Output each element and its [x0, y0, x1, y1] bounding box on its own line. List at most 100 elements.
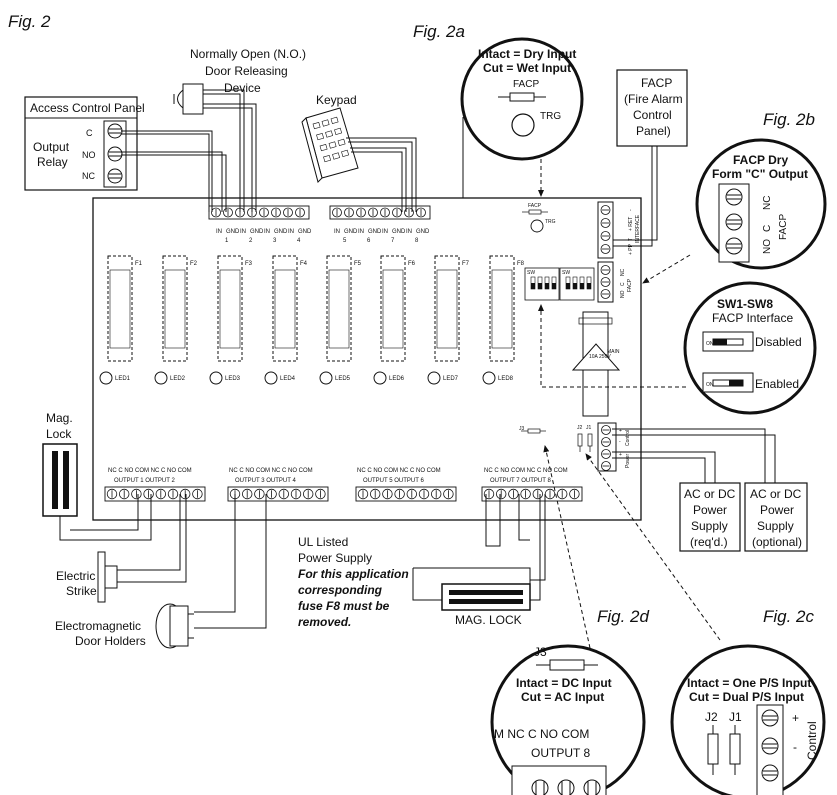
fuse-f3: F3: [217, 255, 253, 362]
sw-disabled-label: Disabled: [755, 335, 802, 349]
ul-line1: UL Listed: [298, 535, 348, 549]
door-release-device: Normally Open (N.O.) Door Releasing Devi…: [173, 47, 306, 115]
screw-terminal: [344, 207, 354, 218]
power-control-terminals: + - + Control Power: [597, 422, 631, 472]
screw-terminal: [118, 488, 130, 500]
fig2a-line1: Intact = Dry Input: [478, 47, 576, 61]
relay-label: Relay: [37, 155, 68, 169]
led-5: [319, 371, 333, 385]
sw-subtitle: FACP Interface: [712, 311, 793, 325]
led-label: LED1: [115, 376, 131, 382]
fuse-label: F7: [462, 261, 470, 267]
fig2b-detail: FACP Dry Form "C" Output NO C NC FACP: [695, 138, 827, 270]
led-label: LED8: [498, 376, 514, 382]
strike-line2: Strike: [66, 584, 97, 598]
em-holders-line1: Electromagnetic: [55, 619, 141, 633]
screw-terminal: [107, 146, 123, 162]
interface-t: T: [628, 238, 634, 241]
screw-terminal: [404, 207, 414, 218]
screw-terminal: [725, 188, 743, 206]
fuse-label: F2: [190, 261, 198, 267]
input-terminals-left: [208, 205, 310, 220]
board-facp-jumper: FACP TRG: [522, 203, 556, 233]
fig2d-label: Fig. 2d: [597, 607, 650, 626]
output-names-5-6: OUTPUT 5 OUTPUT 6: [363, 478, 424, 484]
interface-ret: + RET: [628, 217, 634, 231]
gnd-label: GND: [344, 229, 358, 235]
input-num: 4: [297, 238, 301, 244]
screw-terminal: [283, 207, 293, 218]
sw-title: SW1-SW8: [717, 297, 773, 311]
screw-terminal: [392, 207, 402, 218]
mag-lock-line2: Lock: [46, 427, 72, 441]
led-row: LED1 LED2 LED3 LED4 LED5 LED6 LED7 LED8: [99, 371, 514, 385]
main-board: [92, 197, 642, 521]
ul-note1: For this application: [298, 567, 409, 581]
j1-mini-label: J1: [586, 425, 592, 431]
screw-terminal: [601, 437, 611, 447]
screw-terminal: [569, 488, 580, 500]
input-labels-left: IN GND IN GND IN GND IN GND 1 2 3 4: [216, 229, 312, 244]
output-terms-5-6: NC C NO COM NC C NO COM: [357, 468, 441, 474]
facp-panel-line3: Control: [633, 108, 672, 122]
in-label: IN: [216, 229, 222, 235]
screw-terminal: [259, 207, 269, 218]
supply2-line4: (optional): [752, 535, 802, 549]
in-label: IN: [358, 229, 364, 235]
ul-note4: removed.: [298, 615, 351, 629]
screw-terminal: [600, 231, 611, 241]
gnd-label: GND: [368, 229, 382, 235]
board-j2-j1-jumpers: J2 J1: [577, 425, 593, 452]
screw-terminal: [557, 779, 575, 795]
screw-terminal: [382, 488, 393, 500]
input-num: 2: [249, 238, 253, 244]
screw-terminal: [532, 488, 544, 500]
ul-note2: corresponding: [298, 583, 383, 597]
input-num: 1: [225, 238, 229, 244]
screw-terminal: [483, 488, 495, 500]
screw-terminal: [179, 488, 191, 500]
fig2b-line1: FACP Dry: [733, 153, 788, 167]
facp-c: C: [620, 282, 626, 286]
fuse-label: F8: [517, 261, 525, 267]
supply1-line1: AC or DC: [684, 487, 736, 501]
keypad-keys: [312, 116, 350, 163]
screw-terminal: [583, 779, 601, 795]
board-j3-jumper: J3: [519, 426, 546, 434]
facp-panel: FACP (Fire Alarm Control Panel): [616, 69, 688, 147]
screw-terminal: [431, 488, 442, 500]
power-plus: +: [619, 452, 622, 458]
screw-terminal: [107, 123, 123, 139]
fig2b-no: NO: [762, 239, 773, 254]
main-fuse: 10A 250V MAIN: [571, 311, 621, 417]
door-release-body: [182, 83, 204, 115]
supply2-line2: Power: [760, 503, 794, 517]
screw-terminal: [290, 488, 302, 500]
gnd-label: GND: [250, 229, 264, 235]
screw-terminal: [601, 461, 611, 471]
screw-terminal: [380, 207, 390, 218]
screw-terminal: [223, 207, 233, 218]
door-release-line3: Device: [224, 81, 261, 95]
screw-terminal: [370, 488, 381, 500]
output-names-7-8: OUTPUT 7 OUTPUT 8: [490, 478, 551, 484]
gnd-label: GND: [226, 229, 240, 235]
led-label: LED2: [170, 376, 186, 382]
switch-on-label: ON: [706, 382, 714, 388]
led-3: [209, 371, 223, 385]
facp-panel-line2: (Fire Alarm: [624, 92, 683, 106]
fig2c-j2: J2: [705, 710, 718, 724]
fuse-label: F5: [354, 261, 362, 267]
supply1-line4: (req'd.): [690, 535, 728, 549]
facp-mini-label: FACP: [528, 203, 542, 209]
output-labels: NC C NO COM NC C NO COM OUTPUT 1 OUTPUT …: [108, 468, 568, 484]
strike-line1: Electric: [56, 569, 95, 583]
screw-terminal: [761, 764, 779, 782]
facp-panel-line4: Panel): [636, 124, 671, 138]
led-4: [264, 371, 278, 385]
fig2c-detail: Intact = One P/S Input Cut = Dual P/S In…: [670, 644, 826, 795]
screw-terminal: [155, 488, 167, 500]
interface-minus: -: [628, 209, 634, 211]
fuse-label: F1: [135, 261, 143, 267]
screw-terminal: [357, 488, 369, 500]
